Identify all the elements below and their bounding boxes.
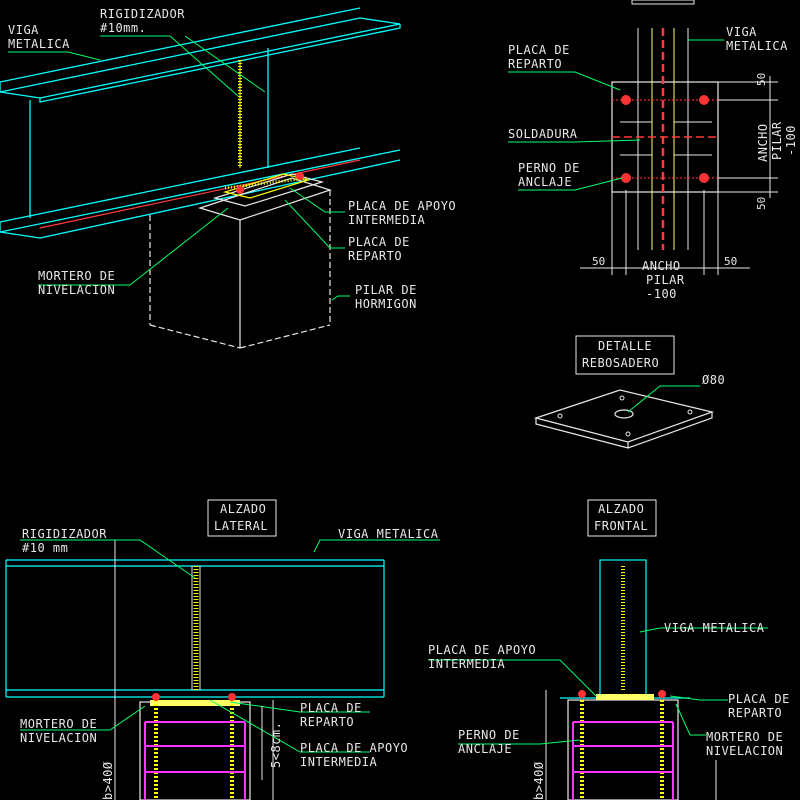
frontal-anchor-bolts xyxy=(578,690,666,800)
iso-viga-label-2: METALICA xyxy=(8,37,70,51)
plan-anchor-bolts xyxy=(621,95,709,183)
plan-leaders xyxy=(508,39,724,191)
plan-placa-reparto-label-2: REPARTO xyxy=(508,57,562,71)
lateral-placa-reparto-1: PLACA DE xyxy=(300,701,362,715)
plan-weld-ticks xyxy=(620,121,712,156)
lateral-leaders xyxy=(20,539,440,753)
lateral-mortero-2: NIVELACION xyxy=(20,731,97,745)
detalle-rebosadero: DETALLE REBOSADERO Ø80 xyxy=(533,335,725,449)
frontal-viga-label: VIGA METALICA xyxy=(664,621,765,635)
plan-dim-top: 50 xyxy=(755,73,768,86)
plan-dim-bottom: 50 xyxy=(755,197,768,210)
plan-view: VIGA METALICA PLACA DE REPARTO SOLDADURA… xyxy=(508,0,798,301)
lateral-placa-reparto-2: REPARTO xyxy=(300,715,354,729)
lateral-rigidizador-2: #10 mm xyxy=(22,541,68,555)
iso-plates xyxy=(212,172,325,207)
iso-concrete-column xyxy=(149,177,332,349)
iso-pilar-label-1: PILAR DE xyxy=(355,283,417,297)
plan-placa-reparto-label-1: PLACA DE xyxy=(508,43,570,57)
iso-rigidizador-label-2: #10mm. xyxy=(100,21,146,35)
iso-mortero-label-1: MORTERO DE xyxy=(38,269,115,283)
plan-dim-left: 50 xyxy=(592,255,605,268)
plan-perno-label-2: ANCLAJE xyxy=(518,175,572,189)
plan-ancho-horizontal-3: -100 xyxy=(646,287,677,301)
iso-placa-apoyo-label-1: PLACA DE APOYO xyxy=(348,199,456,213)
detalle-overflow-hole xyxy=(614,409,634,419)
frontal-mortero-2: NIVELACION xyxy=(706,744,783,758)
frontal-perno-2: ANCLAJE xyxy=(458,742,512,756)
frontal-placa-apoyo-2: INTERMEDIA xyxy=(428,657,506,671)
lateral-beam xyxy=(5,559,385,698)
lateral-anchor-bolts xyxy=(152,693,236,800)
lateral-viga-label: VIGA METALICA xyxy=(338,527,439,541)
frontal-title-1: ALZADO xyxy=(598,502,644,516)
lateral-mortero-1: MORTERO DE xyxy=(20,717,97,731)
iso-placa-reparto-label-1: PLACA DE xyxy=(348,235,410,249)
plan-dim-right: 50 xyxy=(724,255,737,268)
plan-ancho-vertical-2: PILAR xyxy=(770,121,784,160)
alzado-lateral: ALZADO LATERAL xyxy=(5,499,440,800)
iso-mortero-label-2: NIVELACION xyxy=(38,283,115,297)
frontal-stirrups xyxy=(572,721,674,800)
lateral-dim-40: b>40Ø xyxy=(101,761,115,800)
frontal-placa-reparto-1: PLACA DE xyxy=(728,692,790,706)
lateral-rigidizador-1: RIGIDIZADOR xyxy=(22,527,107,541)
plan-ancho-vertical-3: -100 xyxy=(784,125,798,156)
plan-viga-label-2: METALICA xyxy=(726,39,788,53)
plan-ancho-horizontal-2: PILAR xyxy=(646,273,685,287)
iso-viga-label-1: VIGA xyxy=(8,23,39,37)
plan-soldadura-label: SOLDADURA xyxy=(508,127,578,141)
plan-ancho-horizontal-1: ANCHO xyxy=(642,259,681,273)
plan-viga-label-1: VIGA xyxy=(726,25,757,39)
iso-leaders xyxy=(8,35,350,301)
lateral-title-1: ALZADO xyxy=(220,502,266,516)
alzado-frontal: ALZADO FRONTAL xyxy=(428,499,790,800)
plan-perno-label-1: PERNO DE xyxy=(518,161,580,175)
frontal-leaders xyxy=(428,627,768,745)
lateral-stirrups xyxy=(144,721,246,800)
lateral-placa-apoyo-2: INTERMEDIA xyxy=(300,755,378,769)
iso-placa-apoyo-label-2: INTERMEDIA xyxy=(348,213,426,227)
detalle-diameter-label: Ø80 xyxy=(702,373,725,387)
lateral-dim-5a8: 5<8cm. xyxy=(269,722,283,768)
lateral-title-2: LATERAL xyxy=(214,519,268,533)
plan-ancho-vertical-1: ANCHO xyxy=(756,123,770,162)
frontal-placa-apoyo-1: PLACA DE APOYO xyxy=(428,643,536,657)
iso-beam-axis xyxy=(39,159,361,229)
iso-rigidizador-label-1: RIGIDIZADOR xyxy=(100,7,185,21)
frontal-dim-40: b>40Ø xyxy=(532,761,546,800)
isometric-view: VIGA METALICA RIGIDIZADOR #10mm. PLACA D… xyxy=(0,7,456,349)
frontal-title-2: FRONTAL xyxy=(594,519,648,533)
iso-pilar-label-2: HORMIGON xyxy=(355,297,417,311)
detalle-title-1: DETALLE xyxy=(598,339,652,353)
frontal-perno-1: PERNO DE xyxy=(458,728,520,742)
detalle-title-2: REBOSADERO xyxy=(582,356,659,370)
lateral-placa-apoyo-1: PLACA DE APOYO xyxy=(300,741,408,755)
frontal-placa-reparto-2: REPARTO xyxy=(728,706,782,720)
frontal-mortero-1: MORTERO DE xyxy=(706,730,783,744)
iso-placa-reparto-label-2: REPARTO xyxy=(348,249,402,263)
